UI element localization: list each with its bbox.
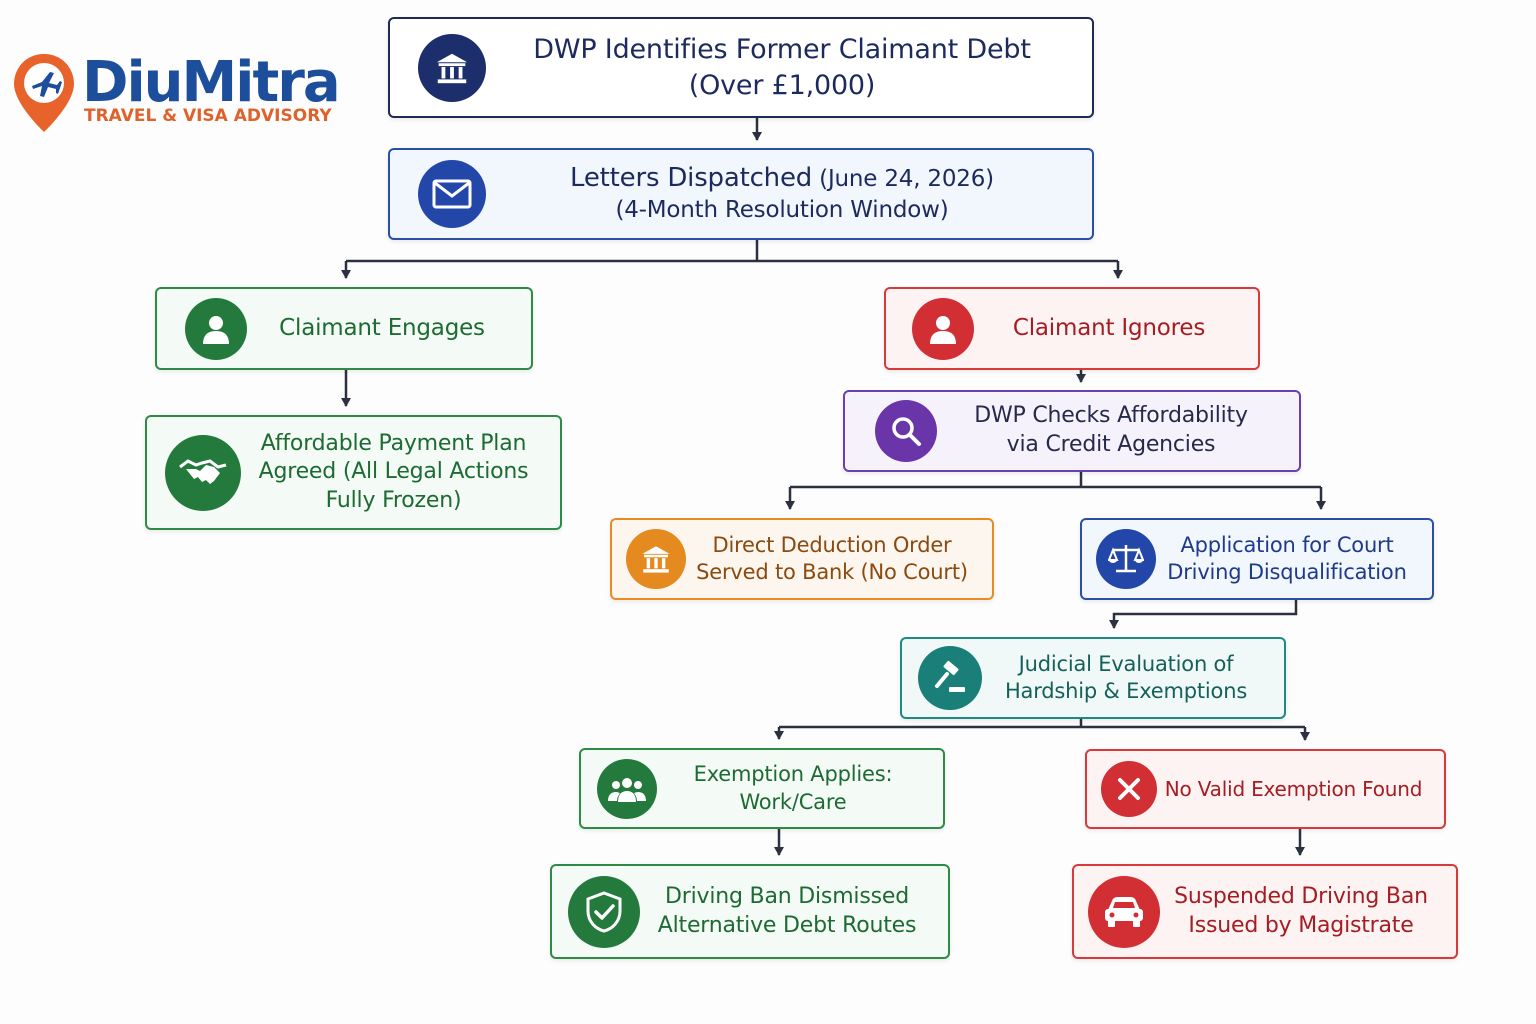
shield-check-icon bbox=[568, 875, 640, 948]
node-judicial-line1: Judicial Evaluation of bbox=[1018, 651, 1234, 676]
node-suspended-line1: Suspended Driving Ban bbox=[1174, 883, 1428, 909]
node-engages-text: Claimant Engages bbox=[279, 314, 485, 341]
gavel-icon bbox=[918, 646, 982, 710]
node-court-application: Application for Court Driving Disqualifi… bbox=[1080, 518, 1434, 600]
node-suspended-driving-ban: Suspended Driving Ban Issued by Magistra… bbox=[1072, 864, 1458, 959]
node-dwp-checks-affordability: DWP Checks Affordability via Credit Agen… bbox=[843, 390, 1301, 472]
node-deduction-line2: Served to Bank (No Court) bbox=[696, 560, 968, 584]
node-plan-line2: Agreed (All Legal Actions bbox=[258, 459, 529, 485]
node-deduction-line1: Direct Deduction Order bbox=[712, 532, 952, 557]
node-no-exemption-text: No Valid Exemption Found bbox=[1164, 777, 1423, 801]
node-claimant-ignores: Claimant Ignores bbox=[884, 287, 1260, 370]
diumitra-logo: DiuMitra TRAVEL & VISA ADVISORY bbox=[12, 52, 352, 138]
node-exemption-applies: Exemption Applies: Work/Care bbox=[579, 748, 945, 829]
node-court-line1: Application for Court bbox=[1180, 532, 1394, 557]
node-judicial-line2: Hardship & Exemptions bbox=[1004, 679, 1248, 703]
node-letters-dispatched: Letters Dispatched (June 24, 2026) (4-Mo… bbox=[388, 148, 1094, 240]
node-plan-line1: Affordable Payment Plan bbox=[260, 430, 527, 456]
node-affordability-line1: DWP Checks Affordability bbox=[974, 403, 1248, 429]
node-letters-title: Letters Dispatched bbox=[570, 163, 813, 194]
node-identify-line1: DWP Identifies Former Claimant Debt bbox=[533, 34, 1031, 66]
node-plan-line3: Fully Frozen) bbox=[325, 487, 462, 513]
x-icon bbox=[1101, 761, 1157, 817]
node-ignores-text: Claimant Ignores bbox=[1012, 314, 1206, 341]
connector-judicial-split bbox=[779, 719, 1305, 729]
node-dismissed-line1: Driving Ban Dismissed bbox=[665, 883, 909, 909]
person-icon bbox=[912, 297, 974, 360]
node-court-line2: Driving Disqualification bbox=[1167, 560, 1407, 584]
logo-brand-name: DiuMitra bbox=[82, 50, 341, 115]
handshake-icon bbox=[165, 434, 241, 511]
envelope-icon bbox=[418, 160, 486, 228]
group-icon bbox=[597, 758, 657, 819]
magnifier-icon bbox=[875, 400, 937, 462]
node-letters-line2: (4-Month Resolution Window) bbox=[615, 196, 949, 223]
node-letters-date: (June 24, 2026) bbox=[812, 166, 994, 193]
connector-letters-split bbox=[346, 240, 1118, 263]
node-payment-plan-agreed: Affordable Payment Plan Agreed (All Lega… bbox=[145, 415, 562, 530]
node-exemption-line2: Work/Care bbox=[739, 789, 847, 814]
bank-icon bbox=[626, 529, 686, 589]
node-dwp-identifies-debt: DWP Identifies Former Claimant Debt (Ove… bbox=[388, 17, 1094, 118]
node-claimant-engages: Claimant Engages bbox=[155, 287, 533, 370]
node-judicial-evaluation: Judicial Evaluation of Hardship & Exempt… bbox=[900, 637, 1286, 719]
node-dismissed-line2: Alternative Debt Routes bbox=[657, 912, 917, 938]
node-exemption-line1: Exemption Applies: bbox=[693, 762, 893, 787]
bank-icon bbox=[418, 33, 486, 102]
node-suspended-line2: Issued by Magistrate bbox=[1188, 912, 1414, 938]
location-pin-plane-icon bbox=[14, 54, 74, 132]
person-icon bbox=[185, 297, 247, 360]
node-identify-line2: (Over £1,000) bbox=[688, 69, 876, 101]
node-affordability-line2: via Credit Agencies bbox=[1006, 432, 1216, 457]
car-icon bbox=[1088, 875, 1160, 948]
node-driving-ban-dismissed: Driving Ban Dismissed Alternative Debt R… bbox=[550, 864, 950, 959]
logo-tagline: TRAVEL & VISA ADVISORY bbox=[84, 106, 332, 126]
scales-icon bbox=[1096, 529, 1156, 589]
node-no-valid-exemption: No Valid Exemption Found bbox=[1085, 749, 1446, 829]
connector-affordability-split bbox=[790, 472, 1321, 489]
connector-court-judicial bbox=[1109, 600, 1298, 629]
node-direct-deduction-order: Direct Deduction Order Served to Bank (N… bbox=[610, 518, 994, 600]
